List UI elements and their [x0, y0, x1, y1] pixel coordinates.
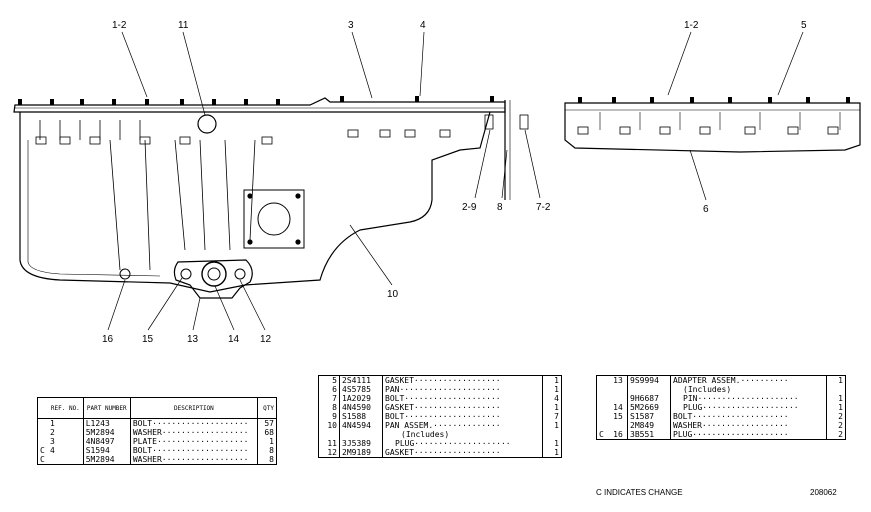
- callout-10: 10: [387, 289, 399, 300]
- callout-5: 5: [801, 20, 807, 31]
- dotted-leader: ····················: [702, 403, 799, 412]
- table-row: (Includes): [597, 385, 846, 394]
- callout-11: 11: [178, 20, 189, 31]
- callout-14: 14: [228, 334, 240, 345]
- ref-no-header: REF. NO.: [48, 397, 84, 419]
- dotted-leader: ····················: [404, 412, 501, 421]
- callout-12: 12: [260, 334, 272, 345]
- dotted-leader: ·····················: [399, 385, 501, 394]
- callout-6: 6: [703, 204, 709, 215]
- callout-2-9: 2-9: [462, 202, 477, 213]
- dotted-leader: ··············: [433, 421, 501, 430]
- callout-1-2-left: 1-2: [112, 20, 127, 31]
- table-row: (Includes): [318, 430, 562, 439]
- dotted-leader: ····················: [404, 394, 501, 403]
- oil-pan-exploded-drawing: 1-2 11 3 4 1-2 5 2-9 8 7-2 6 10 16 15 13…: [13, 20, 861, 345]
- left-pan-flange: [13, 97, 506, 113]
- dotted-leader: ··················: [161, 455, 249, 464]
- part-number-header: PART NUMBER: [83, 397, 131, 419]
- dotted-leader: ·····················: [697, 394, 799, 403]
- callout-3: 3: [348, 20, 354, 31]
- right-oil-pan: [564, 102, 861, 153]
- callout-15: 15: [142, 334, 154, 345]
- qty-header: QTY: [257, 397, 277, 419]
- left-oil-pan-body: [19, 111, 491, 293]
- table-header-row: REF. NO. PART NUMBER DESCRIPTION QTY: [37, 397, 277, 419]
- dotted-leader: ··················: [413, 448, 501, 457]
- dotted-leader: ··········: [740, 376, 789, 385]
- dotted-leader: ····················: [152, 419, 249, 428]
- callout-16: 16: [102, 334, 114, 345]
- dotted-leader: ····················: [414, 439, 511, 448]
- cover-plate: [243, 189, 305, 249]
- callout-4: 4: [420, 20, 426, 31]
- drawing-number: 208062: [810, 488, 837, 497]
- adapter-assembly: [173, 259, 253, 299]
- callout-7-2: 7-2: [536, 202, 551, 213]
- dotted-leader: ··················: [413, 376, 501, 385]
- dotted-leader: ··················: [701, 421, 789, 430]
- dotted-leader: ··················: [413, 403, 501, 412]
- change-legend-note: C INDICATES CHANGE: [596, 488, 683, 497]
- description-header: DESCRIPTION: [130, 397, 258, 419]
- callout-8: 8: [497, 202, 503, 213]
- dotted-leader: ··················: [161, 428, 249, 437]
- dotted-leader: ···················: [156, 437, 249, 446]
- callout-1-2-right: 1-2: [684, 20, 699, 31]
- dotted-leader: ····················: [152, 446, 249, 455]
- callout-13: 13: [187, 334, 199, 345]
- dotted-leader: ····················: [692, 430, 789, 439]
- dotted-leader: ····················: [692, 412, 789, 421]
